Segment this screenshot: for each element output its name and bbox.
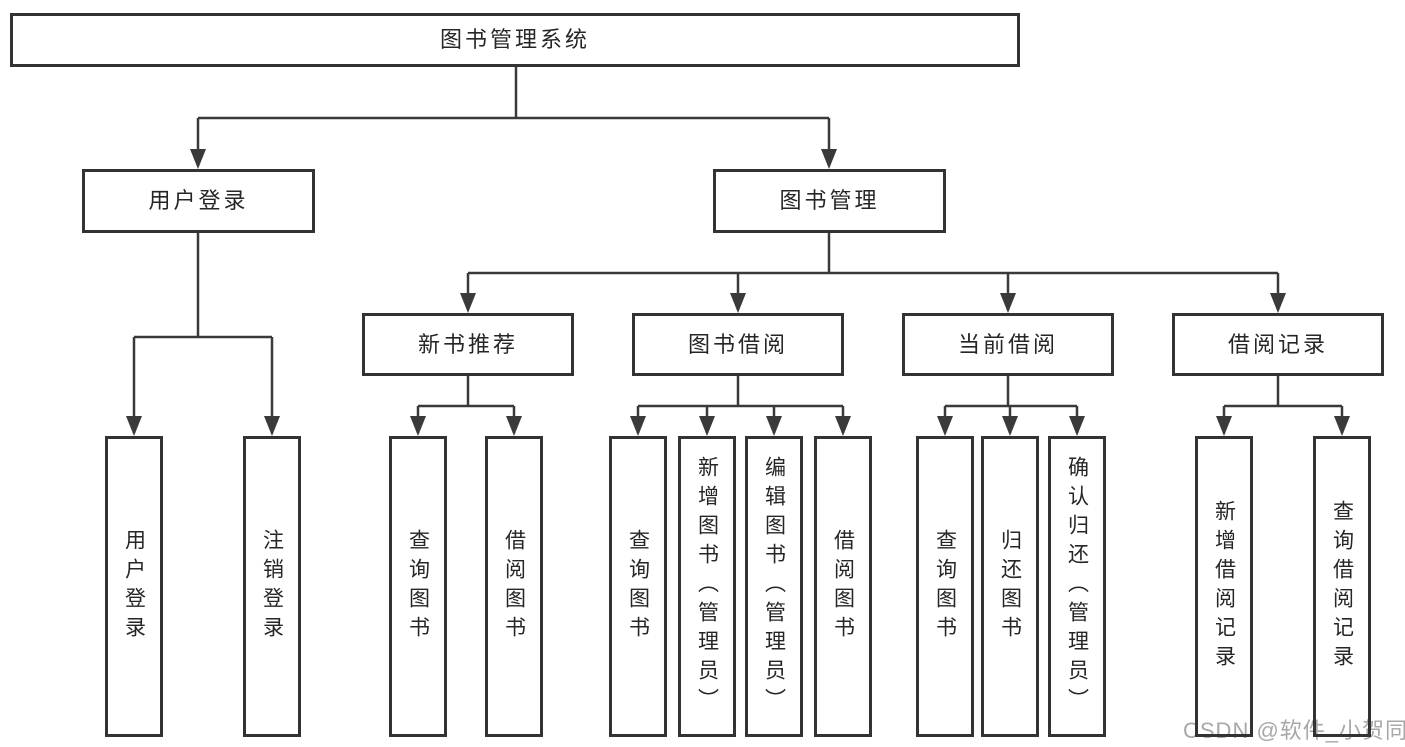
- arrow-down-icon: [1069, 416, 1085, 436]
- arrow-down-icon: [1002, 416, 1018, 436]
- node-borrow-books-2: 借阅图书: [814, 436, 872, 737]
- arrow-down-icon: [460, 293, 476, 313]
- arrow-down-icon: [126, 416, 142, 436]
- node-user-login-leaf: 用户登录: [105, 436, 163, 737]
- arrow-down-icon: [1270, 293, 1286, 313]
- arrow-down-icon: [1216, 416, 1232, 436]
- arrow-down-icon: [630, 416, 646, 436]
- node-query-books-1: 查询图书: [389, 436, 447, 737]
- node-query-books-3: 查询图书: [916, 436, 974, 737]
- node-return-books: 归还图书: [981, 436, 1039, 737]
- arrow-down-icon: [699, 416, 715, 436]
- node-book-management: 图书管理: [713, 169, 946, 233]
- arrow-down-icon: [1000, 293, 1016, 313]
- node-new-book-recommend: 新书推荐: [362, 313, 574, 376]
- node-borrow-books-1: 借阅图书: [485, 436, 543, 737]
- node-user-login: 用户登录: [82, 169, 315, 233]
- node-borrow-records: 借阅记录: [1172, 313, 1384, 376]
- arrow-down-icon: [835, 416, 851, 436]
- node-confirm-return-admin: 确认归还（管理员）: [1048, 436, 1106, 737]
- node-book-borrow: 图书借阅: [632, 313, 844, 376]
- node-library-system: 图书管理系统: [10, 13, 1020, 67]
- node-add-borrow-record: 新增借阅记录: [1195, 436, 1253, 737]
- arrow-down-icon: [190, 149, 206, 169]
- node-query-books-2: 查询图书: [609, 436, 667, 737]
- arrow-down-icon: [506, 416, 522, 436]
- arrow-down-icon: [766, 416, 782, 436]
- arrow-down-icon: [937, 416, 953, 436]
- node-query-borrow-record: 查询借阅记录: [1313, 436, 1371, 737]
- connector-book-borrow: [636, 376, 845, 433]
- connector-user-login: [132, 233, 274, 433]
- node-logout-leaf: 注销登录: [243, 436, 301, 737]
- node-edit-books-admin: 编辑图书（管理员）: [745, 436, 803, 737]
- node-current-borrow: 当前借阅: [902, 313, 1114, 376]
- arrow-down-icon: [264, 416, 280, 436]
- arrowheads: [126, 149, 1350, 436]
- node-add-books-admin: 新增图书（管理员）: [678, 436, 736, 737]
- connector-root: [196, 67, 831, 166]
- connector-borrow-records: [1222, 376, 1344, 433]
- arrow-down-icon: [1334, 416, 1350, 436]
- connector-book-management: [466, 233, 1280, 310]
- arrow-down-icon: [410, 416, 426, 436]
- connector-new-book: [416, 376, 516, 433]
- arrow-down-icon: [730, 293, 746, 313]
- arrow-down-icon: [821, 149, 837, 169]
